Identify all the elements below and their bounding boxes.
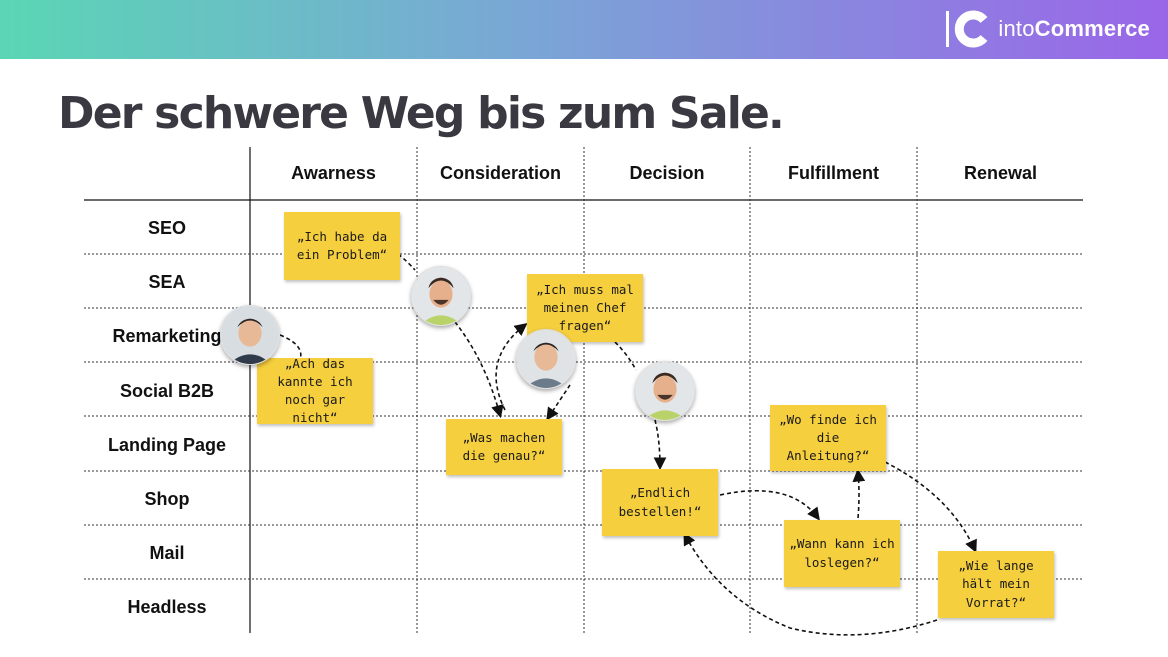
arrow-vorrat-to-endlich [683,532,938,636]
sticky-note-was-machen: „Was machen die genau?“ [446,419,562,475]
intocommerce-logo[interactable]: intoCommerce [946,8,1150,50]
person-avatar-icon [411,266,471,326]
column-awarness: Awarness [291,163,376,183]
arrow-was-to-chef [495,323,528,411]
header-banner: intoCommerce [0,0,1168,59]
sticky-note-endlich: „Endlich bestellen!“ [602,469,718,536]
arrow-wo-to-vorrat [884,461,977,553]
page-title: Der schwere Weg bis zum Sale. [58,88,785,139]
arrow-endlich-to-wann [719,489,820,521]
arrow-problem-to-avatar [397,253,416,271]
row-seo: SEO [147,218,186,238]
column-decision: Decision [629,163,705,183]
arrow-wann-to-wo [852,468,866,519]
person-avatar-icon [220,305,280,365]
sticky-note-loslegen: „Wann kann ich loslegen?“ [784,520,900,587]
column-consideration: Consideration [439,163,561,183]
arrow-avatar-to-was [454,321,504,419]
person-avatar-icon [516,329,576,389]
row-shop: Shop [144,489,190,509]
row-sea: SEA [148,272,186,292]
logo-text: intoCommerce [998,16,1150,41]
arrow-avatar-to-was-2 [546,384,571,421]
row-social-b2b: Social B2B [119,381,215,401]
column-renewal: Renewal [963,163,1038,183]
row-headless: Headless [127,597,207,617]
column-fulfillment: Fulfillment [788,163,879,183]
row-remarketing: Remarketing [112,326,222,346]
arrow-remarketing-avatar [279,334,302,361]
person-avatar-icon [635,361,695,421]
arrow-avatar-to-endlich [653,419,667,471]
sticky-note-kannte: „Ach das kannte ich noch gar nicht“ [257,356,373,425]
sticky-note-problem: „Ich habe da ein Problem“ [284,212,400,280]
row-landing-page: Landing Page [107,435,226,455]
sticky-note-vorrat: „Wie lange hält mein Vorrat?“ [938,551,1054,618]
arrow-chef-to-avatar [614,341,637,371]
logo-c-icon [946,8,990,50]
row-mail: Mail [149,543,185,563]
sticky-note-anleitung: „Wo finde ich die Anleitung?“ [770,405,886,471]
